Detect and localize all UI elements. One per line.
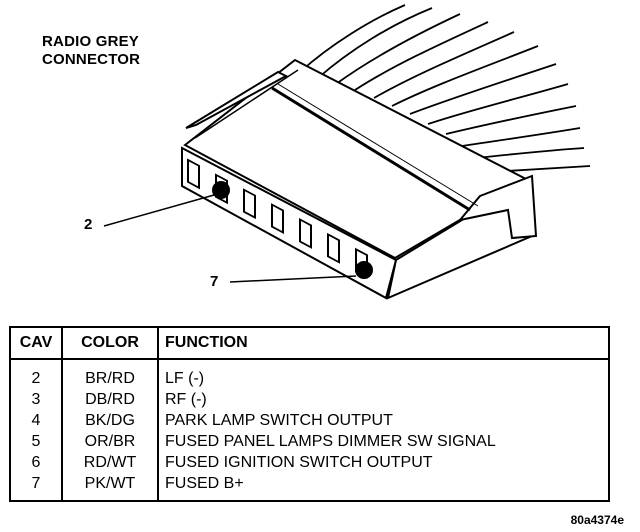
cell-color: BK/DG bbox=[61, 410, 159, 431]
cavity-6 bbox=[327, 232, 340, 264]
title-line-2: CONNECTOR bbox=[42, 51, 141, 68]
cell-cav: 7 bbox=[9, 473, 63, 501]
cell-color: PK/WT bbox=[61, 473, 159, 501]
pin-2-leader bbox=[103, 194, 215, 227]
pin-label-2: 2 bbox=[84, 216, 93, 233]
connector-body bbox=[181, 58, 538, 300]
table-row: 6 RD/WT FUSED IGNITION SWITCH OUTPUT bbox=[9, 452, 610, 473]
pin-label-7: 7 bbox=[210, 273, 219, 290]
cell-cav: 5 bbox=[9, 431, 63, 452]
header-color: COLOR bbox=[61, 326, 159, 360]
connector-front-face bbox=[181, 146, 398, 300]
title-line-1: RADIO GREY bbox=[42, 33, 140, 50]
cell-color: OR/BR bbox=[61, 431, 159, 452]
connector-flange bbox=[457, 174, 538, 240]
cell-function: RF (-) bbox=[157, 389, 610, 410]
cavity-5 bbox=[299, 217, 312, 249]
cell-function: LF (-) bbox=[157, 359, 610, 389]
header-function: FUNCTION bbox=[157, 326, 610, 360]
pin-7-leader bbox=[229, 275, 357, 283]
header-cav: CAV bbox=[9, 326, 63, 360]
cell-cav: 3 bbox=[9, 389, 63, 410]
table-row: 5 OR/BR FUSED PANEL LAMPS DIMMER SW SIGN… bbox=[9, 431, 610, 452]
cell-cav: 6 bbox=[9, 452, 63, 473]
cell-function: FUSED B+ bbox=[157, 473, 610, 501]
figure-reference: 80a4374e bbox=[570, 513, 624, 527]
pin-7-terminal bbox=[355, 261, 373, 279]
pin-2-terminal bbox=[212, 181, 230, 199]
cell-color: RD/WT bbox=[61, 452, 159, 473]
cavity-4 bbox=[271, 203, 284, 235]
pinout-table: CAV COLOR FUNCTION 2 BR/RD LF (-) 3 DB/R… bbox=[9, 326, 610, 502]
cell-function: FUSED IGNITION SWITCH OUTPUT bbox=[157, 452, 610, 473]
cell-function: FUSED PANEL LAMPS DIMMER SW SIGNAL bbox=[157, 431, 610, 452]
table-row: 4 BK/DG PARK LAMP SWITCH OUTPUT bbox=[9, 410, 610, 431]
table-row: 3 DB/RD RF (-) bbox=[9, 389, 610, 410]
table-row: 2 BR/RD LF (-) bbox=[9, 359, 610, 389]
connector-title: RADIO GREY CONNECTOR bbox=[42, 33, 140, 69]
cavity-3 bbox=[243, 188, 256, 220]
cell-cav: 4 bbox=[9, 410, 63, 431]
wire-bundle bbox=[299, 4, 591, 173]
latch bbox=[185, 70, 289, 129]
cell-cav: 2 bbox=[9, 359, 63, 389]
cell-color: BR/RD bbox=[61, 359, 159, 389]
cell-function: PARK LAMP SWITCH OUTPUT bbox=[157, 410, 610, 431]
top-face-details bbox=[194, 69, 479, 212]
connector-drawing bbox=[103, 4, 591, 300]
table-row: 7 PK/WT FUSED B+ bbox=[9, 473, 610, 501]
table-header-row: CAV COLOR FUNCTION bbox=[9, 326, 610, 360]
cavity-1 bbox=[187, 158, 200, 190]
cell-color: DB/RD bbox=[61, 389, 159, 410]
